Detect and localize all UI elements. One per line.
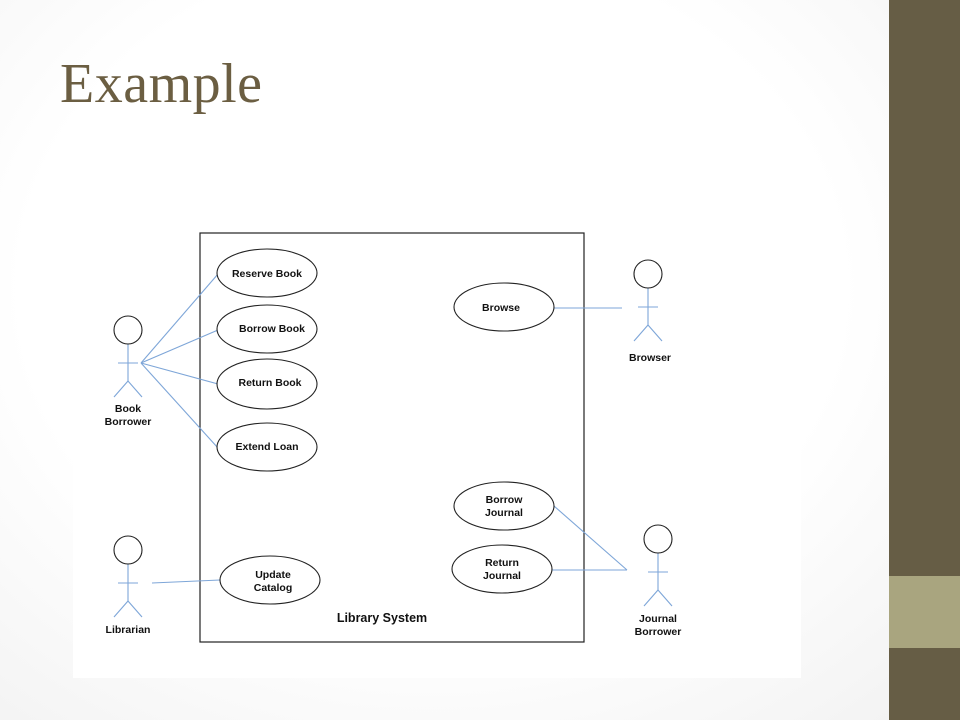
use-case-return-book-label: Return Book	[239, 377, 302, 389]
side-band-accent	[889, 576, 960, 648]
actor-librarian[interactable]: Librarian	[106, 535, 151, 636]
actor-book-borrower-label-line-2: Borrower	[105, 416, 152, 428]
association-book-borrower-reserve-book	[140, 273, 219, 364]
use-case-reserve-book-label: Reserve Book	[232, 268, 302, 280]
actor-journal-borrower-label-line-2: Borrower	[635, 626, 682, 638]
use-case-reserve-book[interactable]: Reserve Book	[216, 248, 318, 298]
use-case-return-journal[interactable]: Return Journal	[451, 544, 553, 594]
use-case-borrow-journal-label-line-2: Journal	[485, 507, 523, 519]
associations	[140, 273, 628, 584]
use-case-update-catalog-label-line-2: Catalog	[254, 582, 293, 594]
browser-stick-figure-icon	[633, 288, 663, 342]
actor-book-borrower-label-line-1: Book	[115, 403, 141, 415]
journal-borrower-head-icon	[643, 524, 673, 554]
association-book-borrower-borrow-book	[140, 329, 219, 364]
actor-book-borrower[interactable]: Book Borrower	[105, 315, 152, 428]
use-case-return-journal-label-line-1: Return	[485, 557, 519, 569]
librarian-head-icon	[113, 535, 143, 565]
system-boundary	[199, 232, 585, 643]
use-case-borrow-journal[interactable]: Borrow Journal	[453, 481, 555, 531]
use-case-extend-loan-label: Extend Loan	[235, 441, 298, 453]
use-case-borrow-journal-label-line-1: Borrow	[486, 494, 524, 506]
use-case-extend-loan[interactable]: Extend Loan	[216, 422, 318, 472]
association-journal-borrower-borrow-journal	[553, 505, 628, 571]
use-case-browse[interactable]: Browse	[453, 282, 555, 332]
slide-title: Example	[60, 53, 263, 115]
actor-browser-label: Browser	[629, 352, 671, 364]
journal-borrower-stick-figure-icon	[643, 553, 673, 607]
association-book-borrower-extend-loan	[140, 362, 219, 449]
use-case-browse-label: Browse	[482, 302, 520, 314]
book-borrower-head-icon	[113, 315, 143, 345]
use-case-borrow-book[interactable]: Borrow Book	[216, 304, 318, 354]
actor-journal-borrower[interactable]: Journal Borrower	[635, 524, 682, 638]
librarian-stick-figure-icon	[113, 564, 143, 618]
browser-head-icon	[633, 259, 663, 289]
use-case-update-catalog-label-line-1: Update	[255, 569, 291, 581]
use-case-return-book[interactable]: Return Book	[216, 358, 318, 410]
association-book-borrower-return-book	[140, 362, 219, 385]
association-librarian-update-catalog	[151, 579, 221, 584]
use-case-borrow-book-label: Borrow Book	[239, 323, 305, 335]
system-label: Library System	[337, 611, 427, 625]
actor-journal-borrower-label-line-1: Journal	[639, 613, 677, 625]
book-borrower-stick-figure-icon	[113, 344, 143, 398]
diagram-panel	[73, 190, 801, 678]
actor-browser[interactable]: Browser	[629, 259, 671, 364]
use-case-update-catalog[interactable]: Update Catalog	[219, 555, 321, 605]
actor-librarian-label: Librarian	[106, 624, 151, 636]
use-case-return-journal-label-line-2: Journal	[483, 570, 521, 582]
